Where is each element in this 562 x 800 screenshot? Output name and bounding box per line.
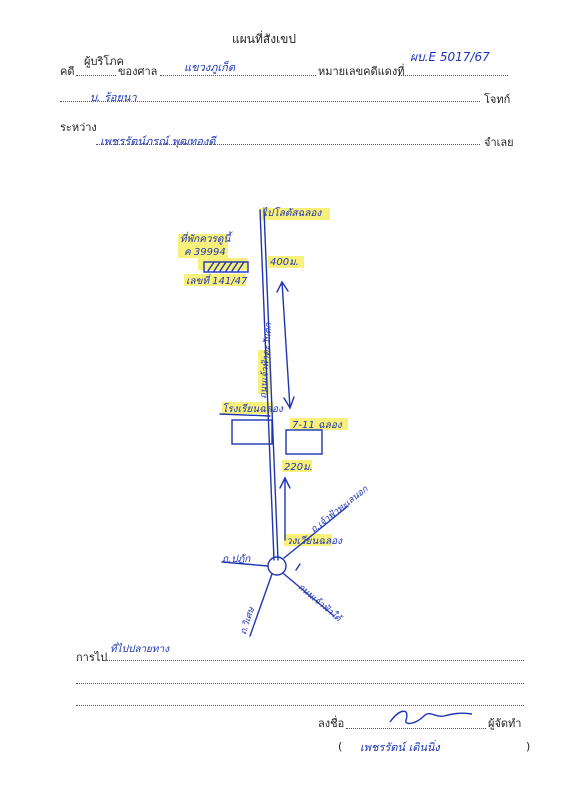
road-left [221, 561, 269, 567]
right-building [285, 429, 323, 455]
road-right [283, 505, 349, 559]
left-road-label: ถ.ปฏัก [222, 554, 251, 565]
travel-note: ที่ไปปลายทาง [110, 644, 170, 655]
top-label: ไปโลตัสฉลอง [262, 208, 322, 219]
black-no: ผบ.E 5017/67 [410, 50, 490, 64]
sign-line [346, 728, 486, 729]
travel-label: การไป [76, 651, 108, 664]
signature [389, 710, 473, 725]
arrow-400 [281, 281, 291, 409]
travel-line-1 [104, 660, 524, 661]
main-road-right [263, 209, 279, 561]
roundabout [267, 556, 287, 576]
court-label: ของศาล [118, 65, 158, 78]
distance-mid: 220ม. [284, 462, 313, 473]
plaintiff-line [60, 101, 480, 102]
plaintiff-label: โจทก์ [484, 93, 511, 106]
signer-name: เพชรรัตน์ เดินนิ่ง [360, 741, 440, 754]
main-road-left [259, 209, 275, 561]
sign-label: ลงชื่อ [318, 717, 345, 730]
road-bottom-right [283, 573, 335, 617]
left-building-label: โรงเรียนฉลอง [222, 404, 283, 415]
left-building [231, 419, 273, 445]
page-title: แผนที่สังเขป [232, 32, 296, 46]
court-line [160, 75, 316, 76]
defendant-label: จำเลย [484, 136, 514, 149]
black-no-label: หมายเลขคดีแดงที่ [318, 65, 405, 78]
road-bottom-left [249, 573, 273, 637]
house-label: ที่พักควรดูนี้ [180, 234, 231, 245]
court-name: แขวงภูเก็ต [184, 61, 235, 74]
case-label: คดี [60, 65, 75, 78]
plaintiff-name: บ. ร้อยนา [90, 91, 137, 104]
house-id: ค 39994 [184, 247, 226, 258]
paren-open: ( [338, 740, 343, 753]
defendant-line [96, 144, 480, 145]
circle-label: วงเวียนฉลอง [286, 536, 343, 547]
between-label: ระหว่าง [60, 121, 97, 134]
case-type-line [76, 75, 116, 76]
house-no: เลขที่ 141/47 [186, 276, 248, 287]
distance-top: 400ม. [270, 257, 299, 268]
paren-close: ) [526, 740, 531, 753]
right-building-label: 7-11 ฉลอง [292, 420, 342, 431]
travel-line-2 [76, 683, 524, 684]
black-no-line [398, 75, 508, 76]
server-label: ผู้จัดทำ [488, 717, 522, 730]
travel-line-3 [76, 705, 524, 706]
case-type: ผู้บริโภค [84, 55, 124, 68]
